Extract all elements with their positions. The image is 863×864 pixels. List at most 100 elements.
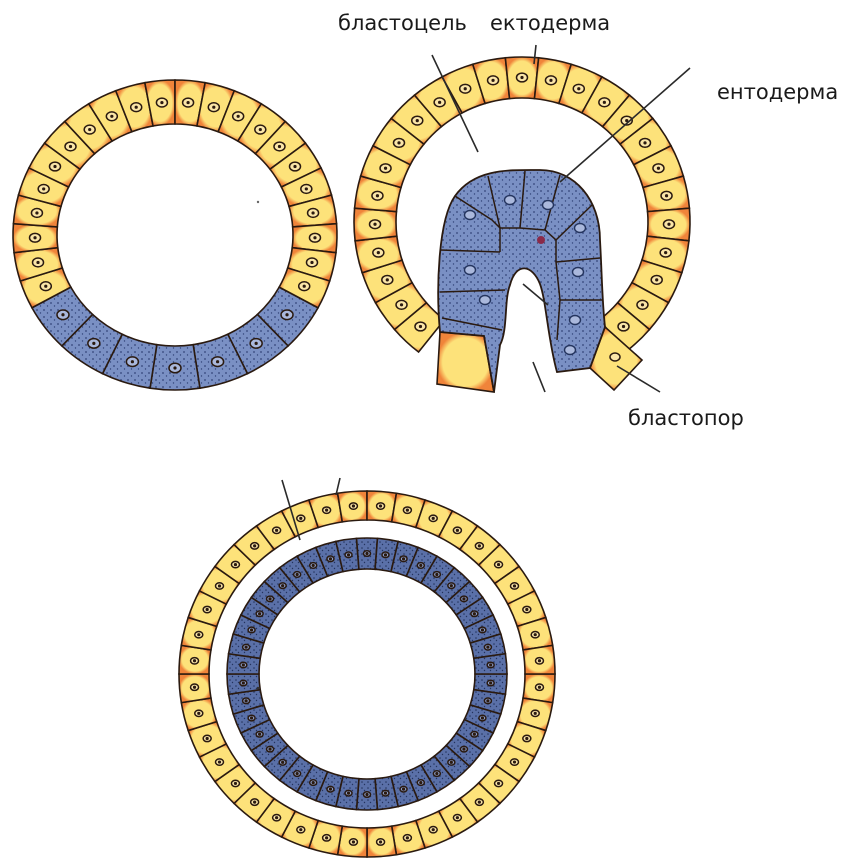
gastrula-cross-section-stage xyxy=(179,491,555,857)
nucleolus xyxy=(456,529,459,532)
nucleolus xyxy=(258,733,261,736)
nucleolus xyxy=(406,836,409,839)
nucleolus xyxy=(416,119,419,122)
nucleolus xyxy=(312,564,315,567)
speck xyxy=(257,201,259,203)
nucleolus xyxy=(664,251,667,254)
nucleolus xyxy=(275,816,278,819)
nucleolus xyxy=(384,167,387,170)
nucleolus xyxy=(667,223,670,226)
nucleolus xyxy=(299,517,302,520)
nucleolus xyxy=(53,165,56,168)
nucleolus xyxy=(603,101,606,104)
nucleolus xyxy=(281,761,284,764)
nucleolus xyxy=(379,840,382,843)
nucleolus xyxy=(61,313,64,316)
nucleolus xyxy=(193,686,196,689)
nucleolus xyxy=(242,663,245,666)
cell-nucleus xyxy=(575,224,586,233)
nucleolus xyxy=(450,761,453,764)
nucleolus xyxy=(435,573,438,576)
nucleolus xyxy=(250,628,253,631)
nucleolus xyxy=(489,681,492,684)
nucleolus xyxy=(250,716,253,719)
nucleolus xyxy=(311,211,314,214)
nucleolus xyxy=(329,788,332,791)
nucleolus xyxy=(131,360,134,363)
nucleolus xyxy=(406,509,409,512)
nucleolus xyxy=(44,285,47,288)
nucleolus xyxy=(245,646,248,649)
nucleolus xyxy=(377,251,380,254)
nucleolus xyxy=(384,792,387,795)
nucleolus xyxy=(329,557,332,560)
blastula-stage xyxy=(13,80,337,390)
nucleolus xyxy=(365,552,368,555)
gastrula-invagination-stage xyxy=(354,57,690,392)
nucleolus xyxy=(486,646,489,649)
nucleolus xyxy=(419,325,422,328)
nucleolus xyxy=(197,712,200,715)
nucleolus xyxy=(497,782,500,785)
nucleolus xyxy=(285,313,288,316)
nucleolus xyxy=(497,563,500,566)
label-ectoderm: ектодерма xyxy=(490,11,610,35)
nucleolus xyxy=(402,557,405,560)
nucleolus xyxy=(419,781,422,784)
nucleolus xyxy=(253,801,256,804)
cell-nucleus xyxy=(543,201,554,210)
cell-nucleus xyxy=(505,196,516,205)
nucleolus xyxy=(35,211,38,214)
nucleolus xyxy=(36,261,39,264)
nucleolus xyxy=(206,608,209,611)
cell-nucleus xyxy=(570,316,581,325)
nucleolus xyxy=(478,544,481,547)
nucleolus xyxy=(641,303,644,306)
nucleolus xyxy=(462,597,465,600)
nucleolus xyxy=(513,584,516,587)
nucleolus xyxy=(435,772,438,775)
nucleolus xyxy=(206,737,209,740)
nucleolus xyxy=(160,101,163,104)
nucleolus xyxy=(456,816,459,819)
nucleolus xyxy=(397,141,400,144)
cell-nucleus xyxy=(565,346,576,355)
nucleolus xyxy=(464,87,467,90)
nucleolus xyxy=(278,145,281,148)
nucleolus xyxy=(520,76,523,79)
nucleolus xyxy=(275,529,278,532)
nucleolus xyxy=(462,748,465,751)
nucleolus xyxy=(173,366,176,369)
nucleolus xyxy=(299,828,302,831)
nucleolus xyxy=(419,564,422,567)
nucleolus xyxy=(197,633,200,636)
nucleolus xyxy=(218,584,221,587)
nucleolus xyxy=(432,517,435,520)
nucleolus xyxy=(237,115,240,118)
nucleolus xyxy=(538,686,541,689)
nucleolus xyxy=(325,836,328,839)
nucleolus xyxy=(481,716,484,719)
nucleolus xyxy=(296,573,299,576)
nucleolus xyxy=(135,106,138,109)
nucleolus xyxy=(255,342,258,345)
nucleolus xyxy=(513,760,516,763)
nucleolus xyxy=(218,760,221,763)
nucleolus xyxy=(303,285,306,288)
nucleolus xyxy=(296,772,299,775)
label-blastopore: бластопор xyxy=(628,406,744,430)
nucleolus xyxy=(88,128,91,131)
nucleolus xyxy=(525,737,528,740)
nucleolus xyxy=(657,167,660,170)
nucleolus xyxy=(33,236,36,239)
nucleolus xyxy=(110,115,113,118)
nucleolus xyxy=(373,223,376,226)
nucleolus xyxy=(259,128,262,131)
nucleolus xyxy=(473,612,476,615)
nucleolus xyxy=(234,563,237,566)
nucleolus xyxy=(212,106,215,109)
cell-nucleus xyxy=(480,296,491,305)
cell-nucleus xyxy=(610,353,620,361)
nucleolus xyxy=(305,187,308,190)
endoderm-nucleus-dark xyxy=(537,236,545,244)
